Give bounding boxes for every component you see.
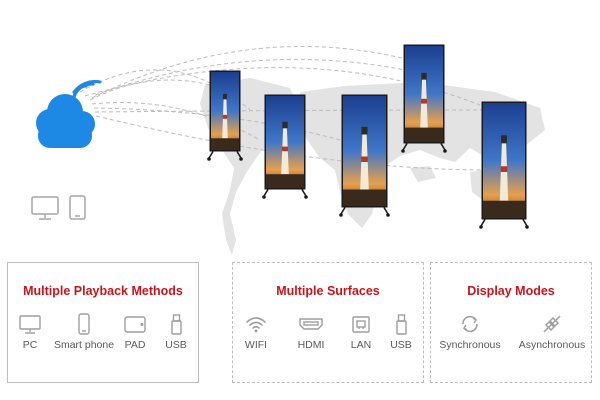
panel-title: Multiple Surfaces (276, 284, 380, 298)
item-lan: LAN (347, 313, 375, 351)
item-label: PAD (124, 339, 146, 351)
item-asynchronous: Asynchronous (517, 313, 587, 351)
led-poster-display (339, 94, 390, 217)
item-label: HDMI (297, 339, 325, 351)
monitor-icon (19, 315, 41, 334)
item-smart-phone: Smart phone (51, 313, 117, 351)
wifi-icon (246, 317, 266, 333)
item-label: USB (165, 339, 187, 351)
panel-title: Multiple Playback Methods (23, 284, 183, 298)
item-wifi: WIFI (241, 313, 271, 351)
panel-display-modes: Display Modes Synchronous Asynchronous (430, 262, 592, 383)
led-poster-display (401, 44, 447, 153)
wifi-signal-icon (72, 80, 102, 107)
sync-icon (462, 315, 478, 333)
item-synchronous: Synchronous (437, 313, 503, 351)
item-usb: USB (162, 313, 190, 351)
item-pad: PAD (121, 313, 149, 351)
item-label: PC (22, 339, 38, 351)
led-poster-display (479, 101, 529, 229)
item-usb: USB (387, 313, 415, 351)
async-disconnected-icon (543, 315, 561, 333)
item-label: Synchronous (439, 339, 501, 351)
panel-surfaces: Multiple Surfaces WIFI HDMI LAN USB (232, 262, 424, 383)
item-label: USB (390, 339, 412, 351)
tablet-icon (124, 316, 146, 333)
item-label: Smart phone (53, 339, 115, 351)
hdmi-port-icon (299, 318, 323, 330)
item-label: WIFI (244, 339, 268, 351)
led-poster-display (262, 94, 308, 199)
device-icons (31, 195, 86, 220)
item-label: Asynchronous (518, 339, 586, 351)
item-label: LAN (350, 339, 372, 351)
usb-drive-icon (396, 314, 407, 335)
tablet-icon (69, 195, 86, 220)
panel-title: Display Modes (467, 284, 555, 298)
led-poster-display (207, 70, 243, 161)
smartphone-icon (78, 313, 90, 335)
item-hdmi: HDMI (291, 313, 331, 351)
lan-port-icon (352, 316, 370, 333)
poster-displays (207, 44, 529, 229)
panel-playback-methods: Multiple Playback Methods PC Smart phone… (7, 262, 199, 383)
item-pc: PC (18, 313, 42, 351)
usb-drive-icon (171, 314, 182, 335)
